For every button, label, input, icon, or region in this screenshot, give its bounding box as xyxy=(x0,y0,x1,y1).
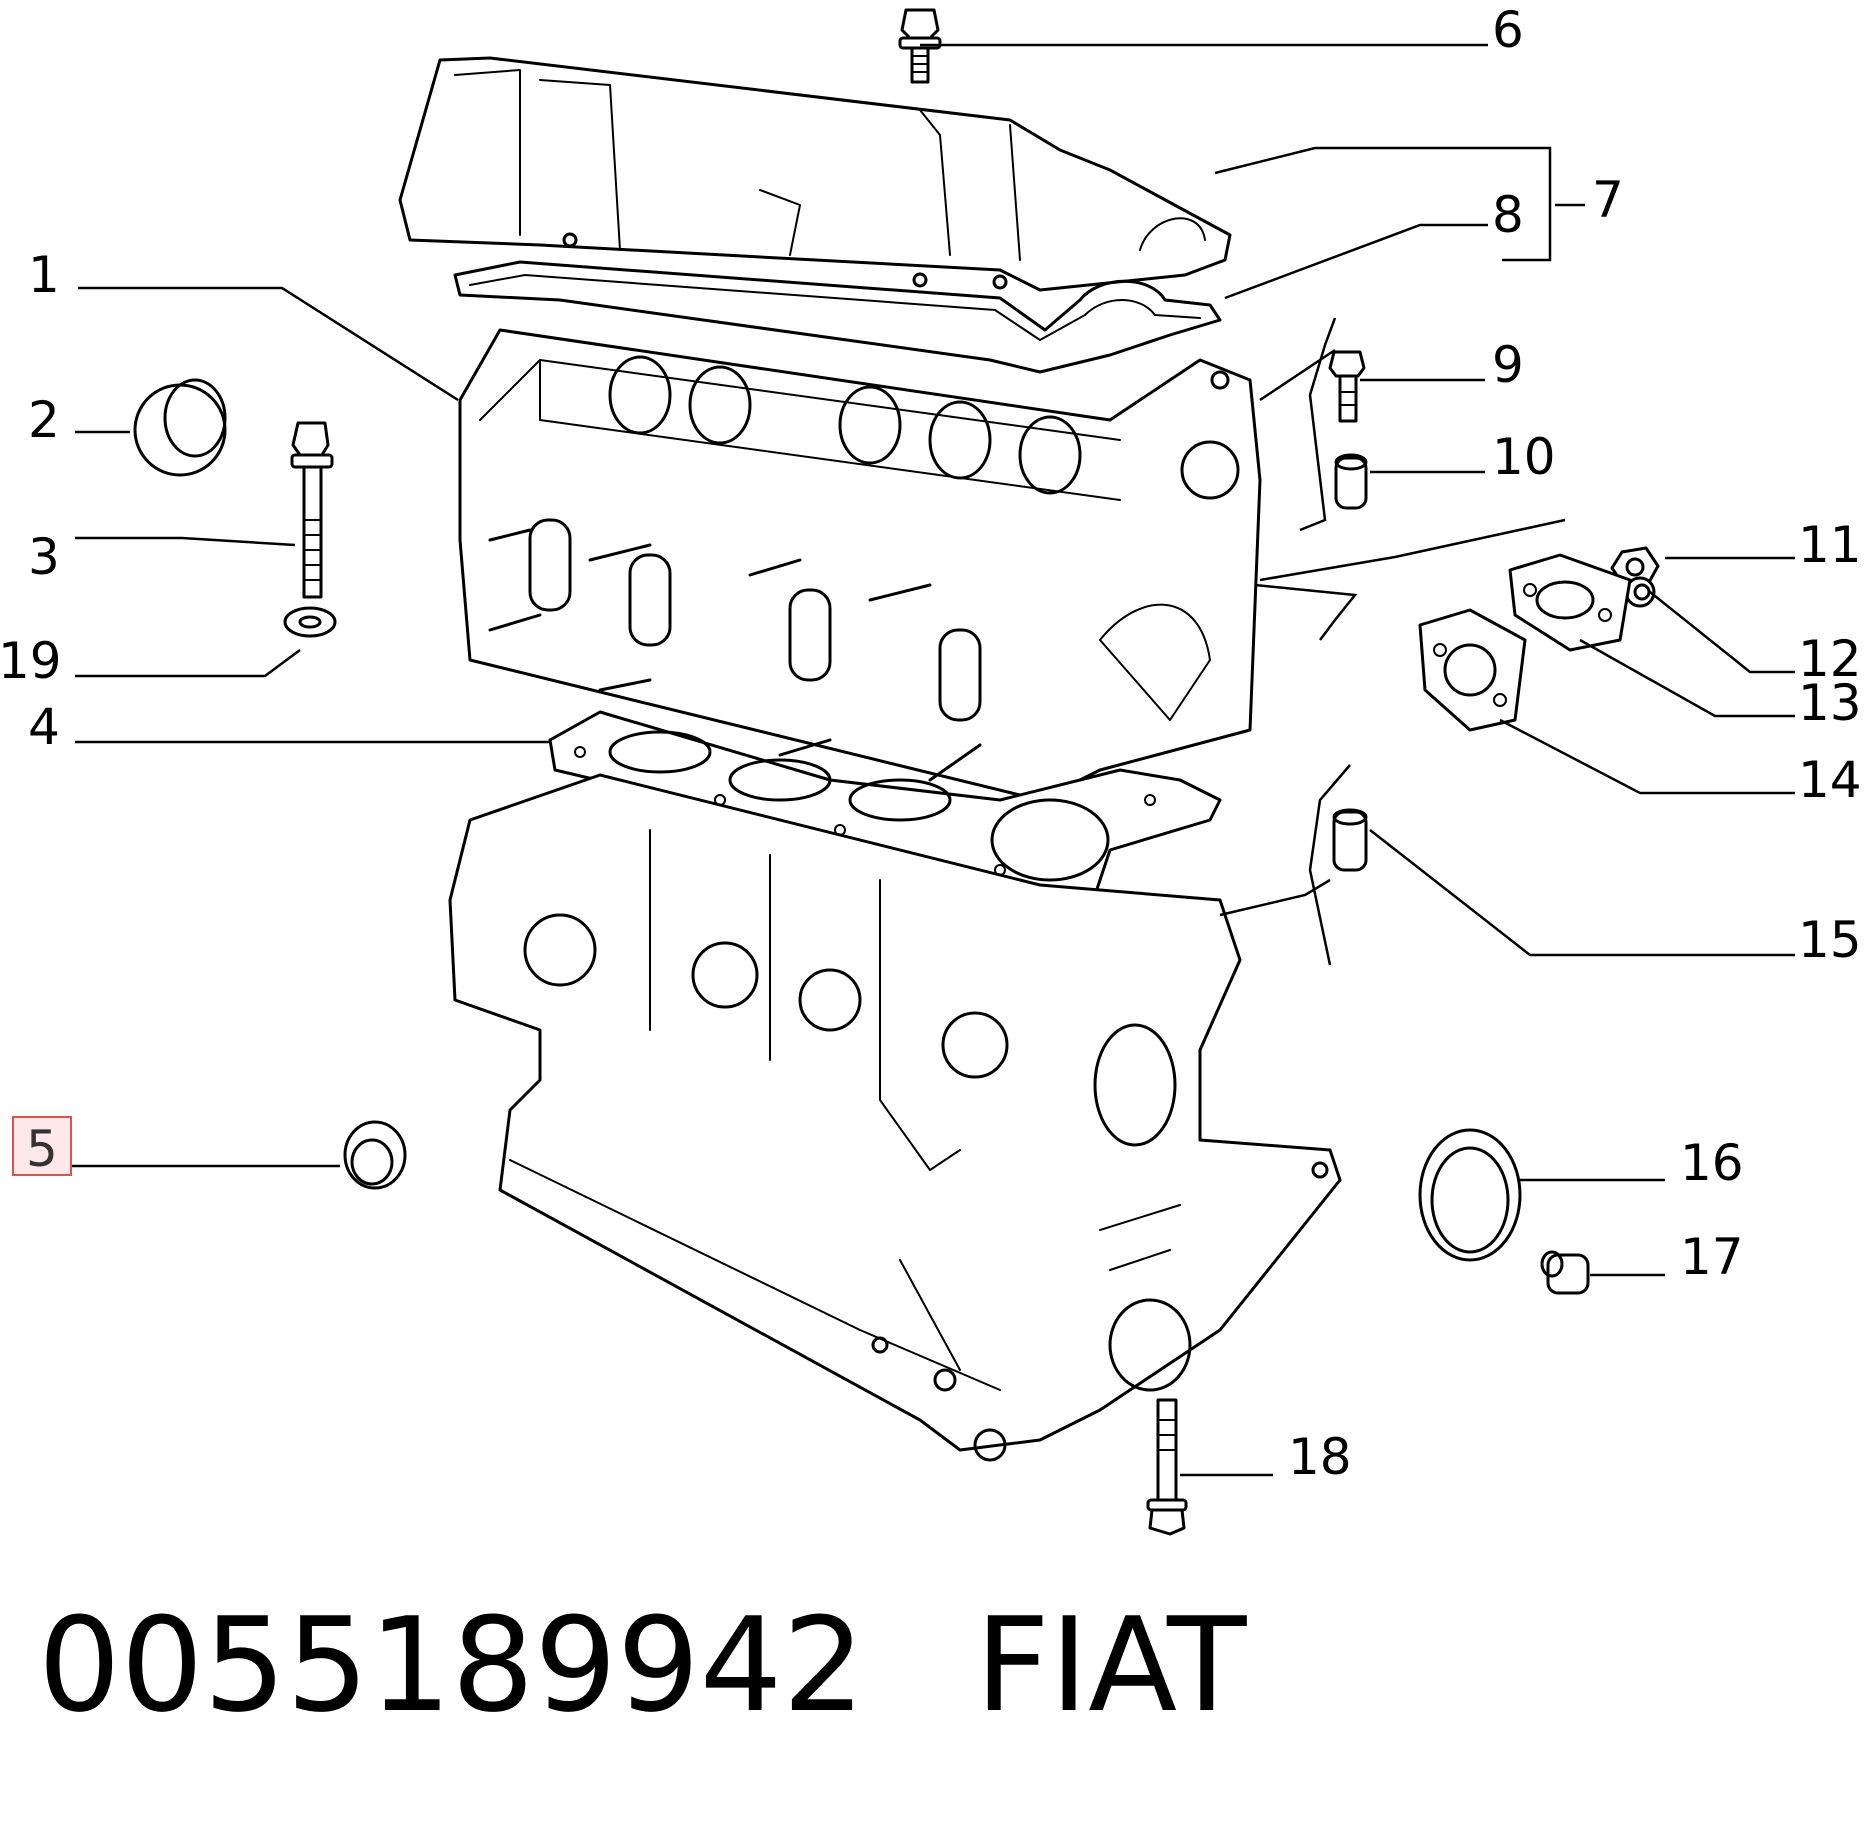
callout-9[interactable]: 9 xyxy=(1492,336,1524,394)
callout-2[interactable]: 2 xyxy=(28,391,60,449)
brand-name: FIAT xyxy=(975,1589,1247,1741)
valve-cover-drawing xyxy=(398,56,1232,292)
leader-lines xyxy=(72,43,1795,1477)
part-number: 0055189942 xyxy=(38,1589,866,1741)
callout-3[interactable]: 3 xyxy=(28,528,60,586)
callout-7[interactable]: 7 xyxy=(1592,171,1624,229)
callout-5-highlight xyxy=(12,1116,72,1176)
callout-5[interactable]: 5 xyxy=(26,1120,58,1178)
callout-10[interactable]: 10 xyxy=(1492,428,1556,486)
callout-8[interactable]: 8 xyxy=(1492,186,1524,244)
callout-12[interactable]: 12 xyxy=(1798,630,1862,688)
callout-18[interactable]: 18 xyxy=(1288,1428,1352,1486)
seal-5-drawing xyxy=(343,1120,407,1190)
engine-block-drawing xyxy=(448,773,1342,1462)
callout-17[interactable]: 17 xyxy=(1680,1228,1744,1286)
callout-4[interactable]: 4 xyxy=(28,698,60,756)
plug-16-drawing xyxy=(1418,1128,1522,1262)
callout-1[interactable]: 1 xyxy=(28,246,60,304)
cup-2-drawing xyxy=(133,378,227,477)
cover-gasket-drawing xyxy=(453,260,1222,374)
dowel-10-drawing xyxy=(1334,453,1368,510)
flange-13-drawing xyxy=(1508,553,1632,652)
callout-14[interactable]: 14 xyxy=(1798,751,1862,809)
callout-16[interactable]: 16 xyxy=(1680,1134,1744,1192)
dowel-15-drawing xyxy=(1332,808,1368,872)
washer-19-drawing xyxy=(283,606,337,638)
bolt-18-drawing xyxy=(1146,1398,1188,1536)
callout-11[interactable]: 11 xyxy=(1798,516,1862,574)
cylinder-head-drawing xyxy=(458,328,1262,802)
gasket-14-drawing xyxy=(1418,608,1527,732)
callout-19[interactable]: 19 xyxy=(0,632,62,690)
callout-13[interactable]: 13 xyxy=(1798,674,1862,732)
bolt-9-drawing xyxy=(1328,350,1366,423)
callout-6[interactable]: 6 xyxy=(1492,1,1524,59)
plug-17-drawing xyxy=(1540,1250,1590,1295)
bolt-3-drawing xyxy=(290,421,334,599)
callout-15[interactable]: 15 xyxy=(1798,911,1862,969)
